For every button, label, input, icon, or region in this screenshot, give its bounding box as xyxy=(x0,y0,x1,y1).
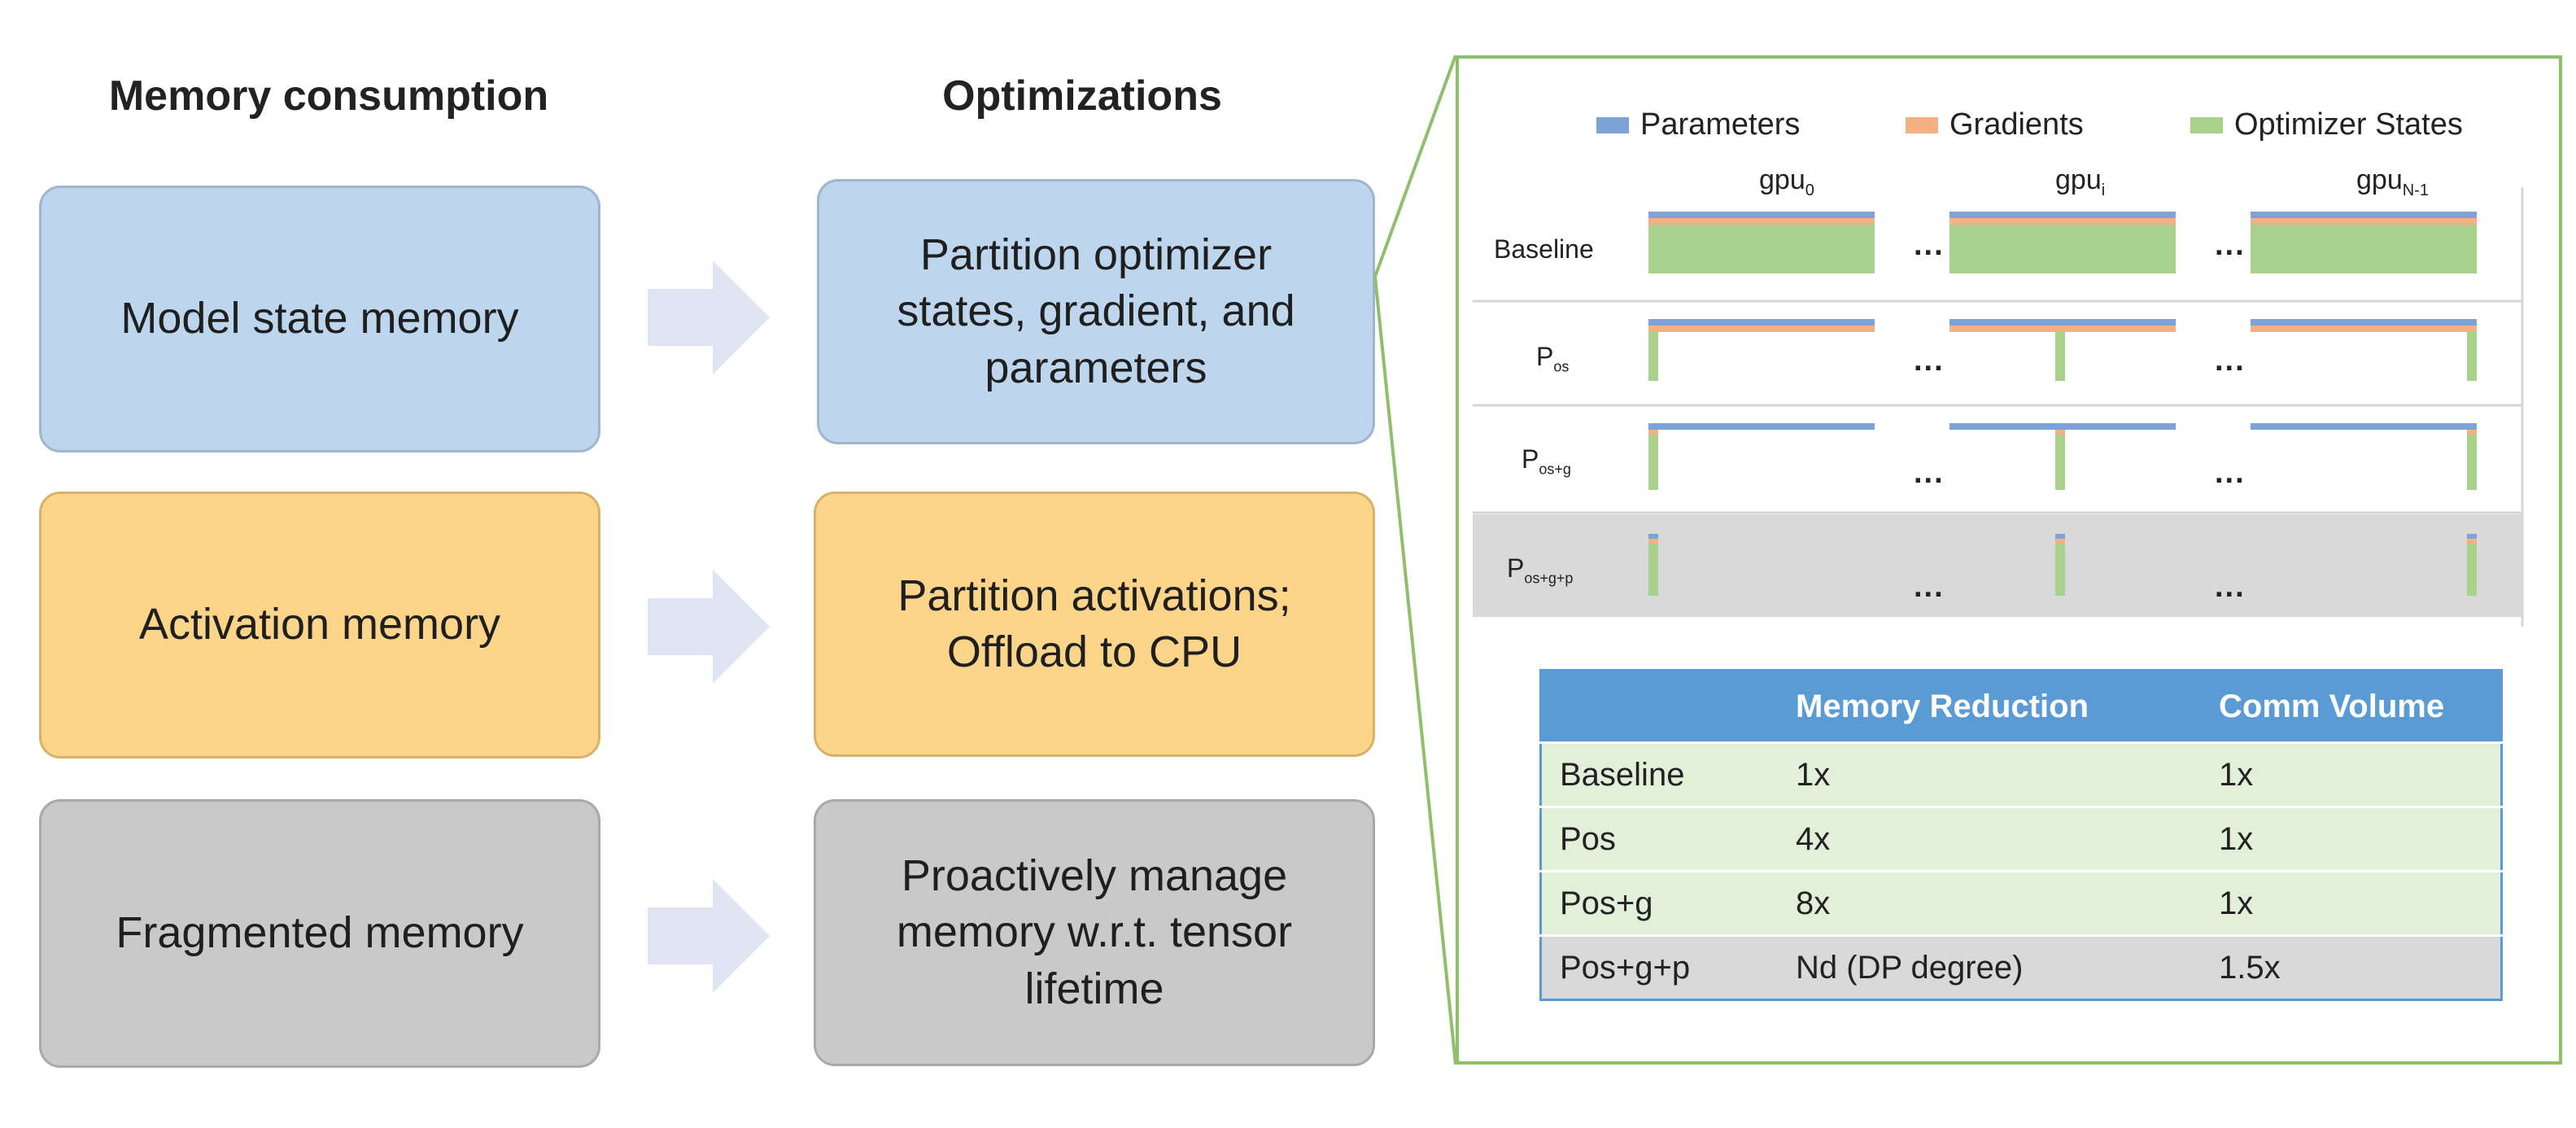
optimizer-states-swatch xyxy=(2190,116,2223,133)
legend-gradients-label: Gradients xyxy=(1949,107,2084,142)
partition-model-states-box: Partition optimizer states, gradient, an… xyxy=(817,179,1375,444)
model-state-memory-box: Model state memory xyxy=(39,186,600,453)
table-cell: 1x xyxy=(2211,806,2502,872)
ellipsis: ... xyxy=(1914,343,1945,378)
memory-consumption-header: Memory consumption xyxy=(108,72,549,120)
ellipsis: ... xyxy=(1914,570,1945,604)
optimizations-header: Optimizations xyxy=(942,72,1222,120)
legend-parameters-label: Parameters xyxy=(1640,107,1801,142)
table-row: Pos+g 8x 1x xyxy=(1540,870,2502,936)
ellipsis: ... xyxy=(1914,228,1945,262)
parameters-swatch xyxy=(1596,116,1629,133)
optimization-line: memory w.r.t. tensor xyxy=(896,907,1293,957)
p-os-g-p-gpu-bars xyxy=(1648,534,2477,596)
stage-memory-grid xyxy=(1473,187,2524,627)
fragmented-memory-label: Fragmented memory xyxy=(116,908,524,958)
table-cell: 8x xyxy=(1788,870,2211,936)
optimization-line: states, gradient, and xyxy=(897,286,1295,336)
table-cell: Pos+g xyxy=(1540,870,1788,936)
table-header-row: Memory Reduction Comm Volume xyxy=(1540,670,2502,743)
table-cell: 4x xyxy=(1788,806,2211,872)
arrow-right-icon xyxy=(648,260,770,374)
p-os-g-gpu-bars xyxy=(1648,423,2477,490)
optimization-line: parameters xyxy=(985,343,1207,392)
table-row: Baseline 1x 1x xyxy=(1540,741,2502,807)
memory-management-box: Proactively manage memory w.r.t. tensor … xyxy=(814,799,1375,1066)
table-cell: Pos+g+p xyxy=(1540,934,1788,1000)
gradients-swatch xyxy=(1906,116,1938,133)
p-os-gpu-bars xyxy=(1648,319,2477,381)
activation-memory-box: Activation memory xyxy=(39,492,600,759)
table-cell: 1x xyxy=(1788,741,2211,807)
activation-memory-label: Activation memory xyxy=(138,600,501,649)
gpu-0-label: gpu0 xyxy=(1759,164,1814,199)
ellipsis: ... xyxy=(2215,570,2246,604)
optimization-line: Partition activations; xyxy=(897,571,1291,620)
arrow-right-icon xyxy=(648,570,770,684)
optimization-line: lifetime xyxy=(1024,964,1164,1013)
stage-label-baseline: Baseline xyxy=(1494,234,1594,264)
table-header-cell: Comm Volume xyxy=(2211,670,2502,743)
ellipsis: ... xyxy=(2215,343,2246,378)
stage-label-p-os-g: Pos+g xyxy=(1522,444,1571,478)
fragmented-memory-box: Fragmented memory xyxy=(39,799,600,1068)
partition-activations-box: Partition activations; Offload to CPU xyxy=(814,492,1375,757)
table-cell: 1.5x xyxy=(2211,934,2502,1000)
table-row: Pos 4x 1x xyxy=(1540,806,2502,872)
table-header-cell: Memory Reduction xyxy=(1788,670,2211,743)
table-cell: 1x xyxy=(2211,870,2502,936)
ellipsis: ... xyxy=(2215,456,2246,490)
legend-parameters: Parameters xyxy=(1596,107,1800,142)
legend-optimizer-states: Optimizer States xyxy=(2190,107,2463,142)
table-row: Pos+g+p Nd (DP degree) 1.5x xyxy=(1540,934,2502,1000)
baseline-gpu-bars xyxy=(1648,212,2477,273)
table-cell: Nd (DP degree) xyxy=(1788,934,2211,1000)
legend-gradients: Gradients xyxy=(1906,107,2084,142)
table-cell: Pos xyxy=(1540,806,1788,872)
optimization-line: Partition optimizer xyxy=(919,230,1273,280)
ellipsis: ... xyxy=(1914,456,1945,490)
memory-comm-table: Memory Reduction Comm Volume Baseline 1x… xyxy=(1539,669,2503,1001)
table-cell: 1x xyxy=(2211,741,2502,807)
stage-label-p-os-g-p: Pos+g+p xyxy=(1507,553,1574,587)
table-header-cell xyxy=(1540,670,1788,743)
table-cell: Baseline xyxy=(1540,741,1788,807)
zero-stages-panel xyxy=(1456,55,2562,1065)
legend-optimizer-states-label: Optimizer States xyxy=(2234,107,2463,142)
stage-label-p-os: Pos xyxy=(1536,342,1570,375)
optimization-line: Offload to CPU xyxy=(946,627,1242,676)
gpu-n-1-label: gpuN-1 xyxy=(2356,164,2429,199)
arrow-right-icon xyxy=(648,879,770,993)
gpu-i-label: gpui xyxy=(2055,164,2106,199)
ellipsis: ... xyxy=(2215,228,2246,262)
optimization-line: Proactively manage xyxy=(901,851,1288,901)
model-state-memory-label: Model state memory xyxy=(120,294,519,343)
